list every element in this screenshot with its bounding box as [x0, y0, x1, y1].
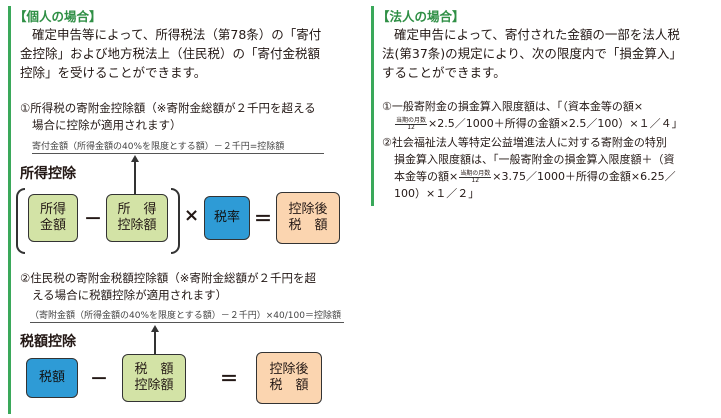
corporate-heading: 【法人の場合】: [377, 9, 465, 24]
item-line-pre: 本金等の額×: [394, 170, 459, 183]
box-line: 税額: [38, 370, 65, 385]
resident-tax-deduction-item: ②住民税の寄附金税額控除額（※寄附金総額が２千円を超 える場合に税額控除が適用さ…: [20, 270, 316, 304]
minus-operator: －: [84, 209, 102, 230]
arrow-shaft: [134, 160, 136, 194]
corporate-intro-line: 確定申告によって、寄付された金額の一部を法人税: [394, 27, 680, 42]
corporate-intro: 確定申告によって、寄付された金額の一部を法人税 法(第37条)の規定により、次の…: [382, 25, 682, 82]
income-tax-deduction-item: ①所得税の寄附金控除額（※寄附金総額が２千円を超える 場合に控除が適用されます）: [20, 100, 316, 134]
income-amount-box: 所得 金額: [28, 194, 78, 242]
individual-intro-line: 金控除」および地方税法上（住民税）の「寄付金税額: [20, 46, 321, 61]
box-line: 控除後: [288, 202, 328, 217]
times-operator: ×: [184, 205, 200, 226]
individual-accent-bar: [8, 6, 11, 414]
tax-amount-box: 税額: [26, 358, 78, 398]
item-line: 場合に控除が適用されます）: [32, 118, 182, 132]
equals-operator: ＝: [254, 209, 272, 230]
corporate-accent-bar: [371, 6, 374, 206]
fraction-numerator: 当期の月数: [459, 169, 492, 178]
box-line: 税 額: [269, 378, 309, 393]
fraction-numerator: 当期の月数: [395, 116, 428, 125]
fraction-denominator: 12: [407, 123, 415, 131]
fraction-denominator: 12: [471, 176, 480, 184]
box-line: 所 得: [117, 202, 157, 217]
individual-intro: 確定申告等によって、所得税法（第78条）の「寄付 金控除」および地方税法上（住民…: [20, 25, 321, 82]
equals-operator: ＝: [220, 369, 238, 390]
item-line: ①所得税の寄附金控除額（※寄附金総額が２千円を超える: [20, 101, 316, 115]
box-line: 所得: [39, 202, 66, 217]
individual-heading: 【個人の場合】: [14, 9, 102, 24]
box-line: 控除額: [134, 378, 174, 393]
tax-credit-label: 税額控除: [20, 334, 76, 350]
box-line: 金額: [39, 218, 66, 233]
tax-after-deduction-box: 控除後 税 額: [256, 352, 322, 404]
tax-rate-box: 税率: [204, 196, 250, 240]
minus-operator: －: [90, 369, 108, 390]
left-paren-icon: [16, 188, 25, 254]
right-paren-icon: [171, 188, 180, 254]
item-line: ②住民税の寄附金税額控除額（※寄附金総額が２千円を超: [20, 271, 316, 285]
individual-intro-line: 控除」を受けることができます。: [20, 65, 207, 80]
item-line-rest: ×2.5／1000＋所得の金額×2.5／100）×１／４」: [428, 117, 683, 130]
special-donation-limit-item: ②社会福祉法人等特定公益増進法人に対する寄附金の特別 損金算入限度額は、｢一般寄…: [382, 134, 676, 202]
box-line: 控除後: [269, 362, 309, 377]
corporate-intro-line: 法(第37条)の規定により、次の限度内で「損金算入」: [382, 46, 682, 61]
box-line: 税率: [213, 210, 240, 225]
box-line: 税 額: [288, 218, 328, 233]
item-line: 100）×１／２」: [394, 187, 480, 200]
item-line: ②社会福祉法人等特定公益増進法人に対する寄附金の特別: [382, 136, 667, 149]
item-line: 損金算入限度額は、｢一般寄附金の損金算入限度額＋（資: [394, 153, 675, 166]
tax-deduction-box: 税 額 控除額: [122, 354, 186, 402]
item-line-rest: ×3.75／1000＋所得の金額×6.25／: [492, 170, 676, 183]
resident-tax-formula: （寄附金額（所得金額の40%を限度とする額）－２千円）×40/100＝控除額: [30, 311, 341, 321]
corporate-intro-line: することができます。: [382, 65, 506, 80]
income-deduction-label: 所得控除: [20, 166, 76, 182]
arrow-up-icon: [131, 155, 139, 162]
income-deduction-box: 所 得 控除額: [106, 194, 168, 242]
formula-underline: [30, 322, 344, 323]
income-tax-formula: 寄付金額（所得金額の40%を限度とする額）－２千円=控除額: [32, 142, 285, 152]
arrow-up-icon: [151, 325, 159, 332]
formula-underline: [32, 153, 324, 154]
box-line: 控除額: [117, 218, 157, 233]
box-line: 税 額: [134, 362, 174, 377]
item-line: ①一般寄附金の損金算入限度額は、「（資本金等の額×: [382, 100, 644, 113]
individual-intro-line: 確定申告等によって、所得税法（第78条）の「寄付: [32, 27, 322, 42]
arrow-shaft: [154, 330, 156, 356]
item-line: える場合に税額控除が適用されます）: [32, 288, 228, 302]
tax-after-deduction-box: 控除後 税 額: [276, 192, 340, 244]
